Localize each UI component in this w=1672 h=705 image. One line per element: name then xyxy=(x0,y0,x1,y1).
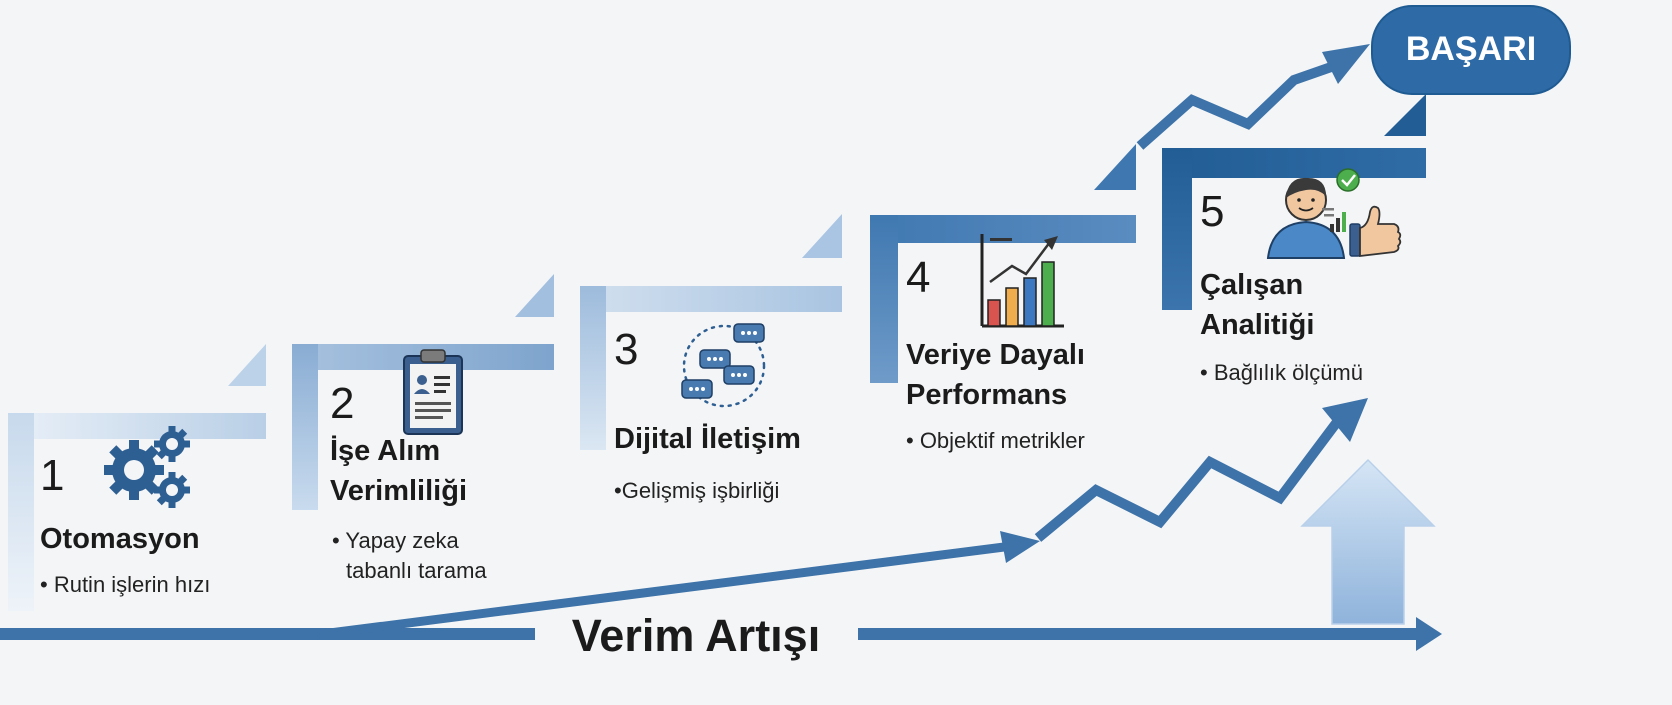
step-3-bullet: •Gelişmiş işbirliği xyxy=(614,478,779,503)
gears-icon xyxy=(104,426,190,508)
employee-analytics-icon xyxy=(1266,168,1402,259)
step-2-bullet-line-1: • Yapay zeka xyxy=(332,528,460,553)
step-4-number: 4 xyxy=(906,253,930,302)
step-1-shape xyxy=(8,344,266,611)
step-4-shape xyxy=(870,144,1136,383)
growth-arrow-lower xyxy=(317,398,1368,639)
step-4-title-line-2: Performans xyxy=(906,379,1067,411)
step-3-number: 3 xyxy=(614,325,638,374)
chat-network-icon xyxy=(681,323,766,408)
clipboard-resume-icon xyxy=(403,349,463,435)
step-5-number: 5 xyxy=(1200,187,1224,236)
step-3-shape xyxy=(580,214,842,450)
step-2-title-line-1: İşe Alım xyxy=(330,435,440,467)
step-2-bullet-line-2: tabanlı tarama xyxy=(346,558,487,583)
step-1-bullet: • Rutin işlerin hızı xyxy=(40,572,210,597)
axis-label: Verim Artışı xyxy=(572,610,820,661)
step-5-title-line-1: Çalışan xyxy=(1200,269,1303,301)
step-5-title-line-2: Analitiği xyxy=(1200,309,1314,341)
goal-badge xyxy=(1371,5,1571,95)
step-2-shape xyxy=(292,274,554,510)
step-4-bullet: • Objektif metrikler xyxy=(906,428,1085,453)
step-2-title-line-2: Verimliliği xyxy=(330,475,467,507)
goal-label: BAŞARI xyxy=(1406,30,1536,68)
growth-arrow-upper xyxy=(1136,44,1370,150)
step-3-title: Dijital İletişim xyxy=(614,423,801,455)
step-5-bullet: • Bağlılık ölçümü xyxy=(1200,360,1363,385)
step-1-number: 1 xyxy=(40,451,64,500)
step-2-number: 2 xyxy=(330,379,354,428)
baseline-arrow xyxy=(0,617,1442,651)
step-4-title-line-1: Veriye Dayalı xyxy=(906,339,1085,371)
bar-chart-icon xyxy=(980,234,1064,328)
step-1-title: Otomasyon xyxy=(40,523,200,555)
step-5-shape xyxy=(1162,94,1426,310)
up-arrow xyxy=(1300,458,1436,625)
